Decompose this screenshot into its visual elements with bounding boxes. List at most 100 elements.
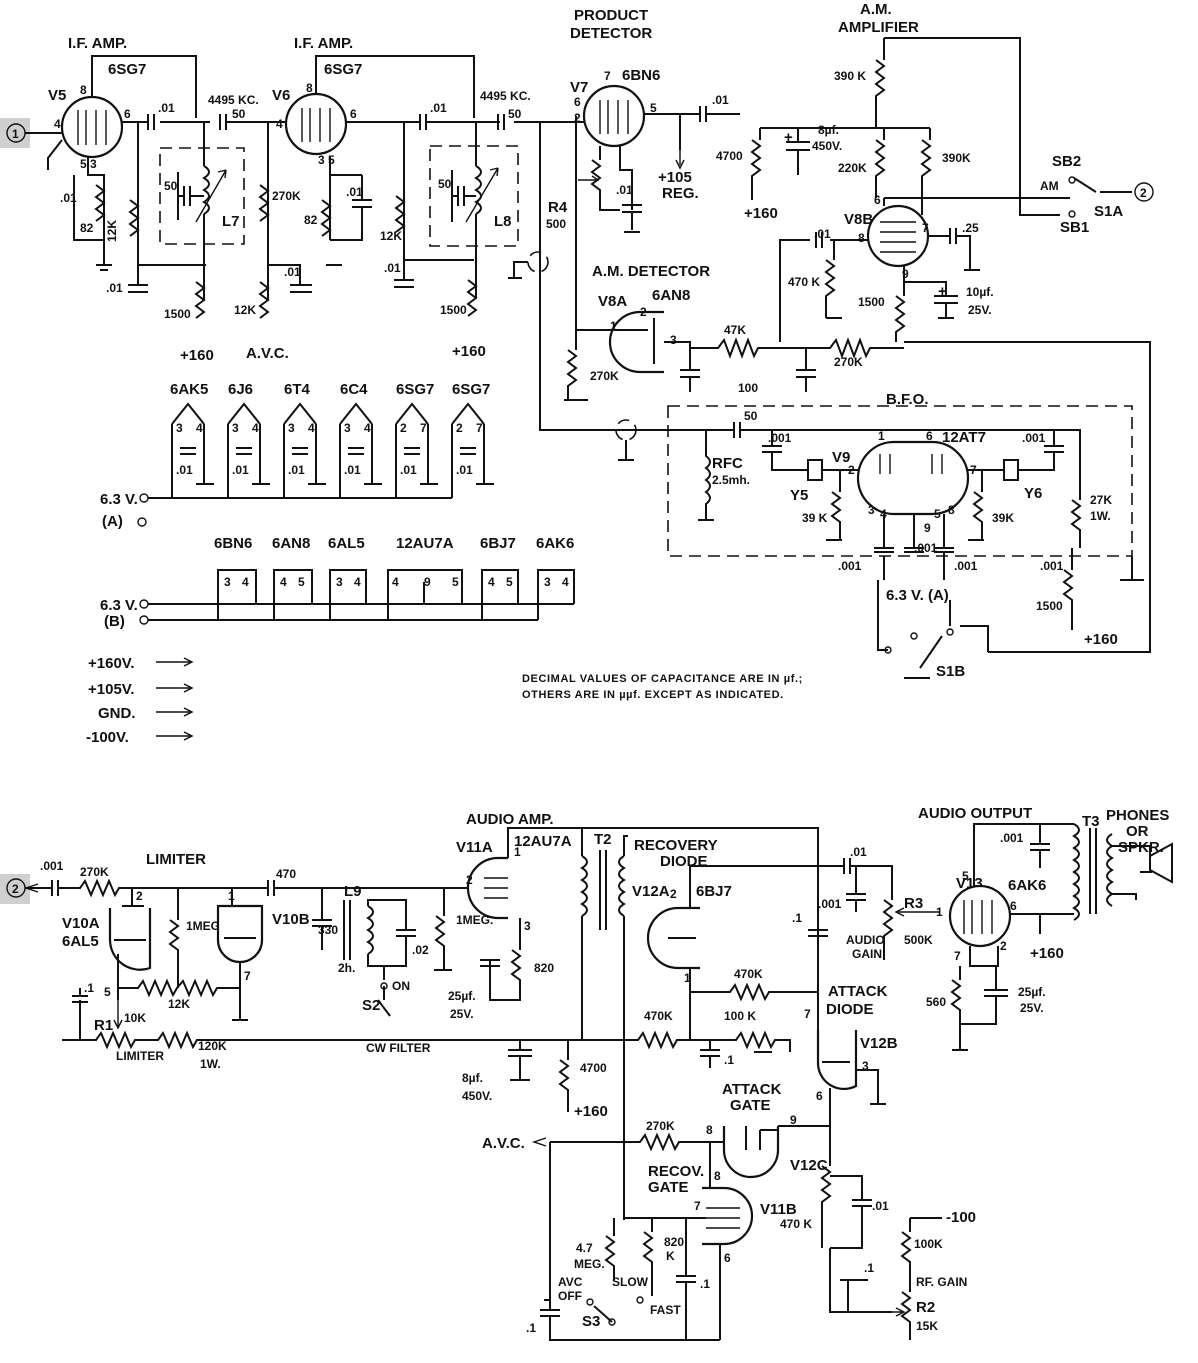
- v6-label: V6: [272, 87, 290, 104]
- heater-a-tube-4: 6SG7: [396, 381, 434, 398]
- c-001-audio: [846, 866, 866, 912]
- c-01-audio-label: .01: [850, 845, 867, 859]
- v9-pin5: 5: [934, 507, 941, 521]
- v11b-tube: [702, 1186, 754, 1246]
- v11a-pin2: 2: [466, 873, 473, 887]
- s1b-blade[interactable]: [919, 635, 943, 669]
- avc-label-top: A.V.C.: [246, 345, 289, 362]
- v11b-electrodes: [706, 1207, 740, 1229]
- connector-2-bottom-label: 2: [12, 882, 19, 896]
- heater-a-cap-5: .01: [456, 463, 473, 477]
- l8-cap-label: 50: [438, 177, 452, 191]
- c-25v-a-label: 25V.: [450, 1007, 474, 1021]
- heater-a-pin-0a: 3: [176, 421, 183, 435]
- r-270k-det-label: 270K: [590, 369, 619, 383]
- l9-core: [343, 900, 351, 960]
- r-1500c-label: 1500: [858, 295, 885, 309]
- r-v5-cathode-label: 82: [80, 221, 94, 235]
- r-820k-label-2: K: [666, 1249, 675, 1263]
- v9-type: 12AT7: [942, 429, 986, 446]
- c-470-label: 470: [276, 867, 296, 881]
- r-470k-am-label: 470 K: [788, 275, 820, 289]
- v8b-tube: [866, 204, 930, 268]
- t3-label: T3: [1082, 813, 1100, 830]
- c-v8b-grid: [779, 232, 868, 342]
- freq-1-label: 4495 KC.: [208, 93, 259, 107]
- c-470: [267, 880, 468, 896]
- connector-2-top: [1134, 182, 1154, 202]
- v13-pin2: 2: [1000, 939, 1007, 953]
- v11b-pin6: 6: [724, 1251, 731, 1265]
- v12b-tube: [816, 1030, 858, 1091]
- v5-pin8: 8: [80, 83, 87, 97]
- c-01-limiter: [72, 988, 119, 1040]
- v7-type: 6BN6: [622, 67, 660, 84]
- v13-pin6: 6: [1010, 899, 1017, 913]
- v12b-pin6: 6: [816, 1089, 823, 1103]
- v9-pin8: 8: [948, 503, 955, 517]
- v6-pin4: 4: [276, 117, 283, 131]
- r-47k-label: 47K: [724, 323, 746, 337]
- phones-label-2: OR: [1126, 823, 1149, 840]
- heater-a-pin-5a: 2: [456, 421, 463, 435]
- c-50d-label: 50: [508, 107, 522, 121]
- v12b-pin3: 3: [862, 1059, 869, 1073]
- slow-label: SLOW: [612, 1275, 649, 1289]
- c-10uf-plus: +: [938, 283, 947, 300]
- v5-cathode-wire: [87, 157, 105, 265]
- heater-b-pin-0a: 3: [224, 575, 231, 589]
- t2-wires: [581, 828, 628, 1220]
- s3-contact-b: [636, 1296, 644, 1304]
- avc-off-1: AVC: [558, 1275, 583, 1289]
- s2-on-label: ON: [392, 979, 410, 993]
- heater-a-symbols: [171, 402, 485, 425]
- avc-off-2: OFF: [558, 1289, 582, 1303]
- c-02-l9: [367, 899, 416, 967]
- s1a-blade[interactable]: [1060, 177, 1097, 199]
- r-470k-rec: [690, 982, 818, 1002]
- v10b-pin7: 7: [244, 969, 251, 983]
- r-4700-b-label: 4700: [580, 1061, 607, 1075]
- heater-b-tube-3: 12AU7A: [396, 535, 454, 552]
- s3-blade[interactable]: [593, 1305, 613, 1323]
- s1b-contact-a: [910, 632, 918, 640]
- heater-a-pin-2b: 4: [308, 421, 315, 435]
- heater-b-pin-3a: 4: [392, 575, 399, 589]
- t2-transformer: [580, 850, 626, 930]
- c-1-avc-label: .1: [526, 1321, 536, 1335]
- rfc-value: 2.5mh.: [712, 473, 750, 487]
- v7-pin2: 2: [574, 111, 581, 125]
- v5-grids: [77, 110, 107, 145]
- r1-wiper: [113, 1000, 123, 1030]
- rfc-coil: [704, 430, 711, 520]
- heater-b-voltage: 6.3 V.: [100, 597, 138, 614]
- v10b-label: V10B: [272, 911, 310, 928]
- freq-2-label: 4495 KC.: [480, 89, 531, 103]
- supply-terminals: +160V. +105V. GND. -100V.: [86, 655, 194, 746]
- v12b-wires: [817, 1010, 879, 1140]
- avc-arrow: [531, 1137, 547, 1147]
- fast-label: FAST: [650, 1303, 681, 1317]
- v12a-pin1: 1: [684, 971, 691, 985]
- p160-a-label: +160: [180, 347, 214, 364]
- r-12k-avc-label: 12K: [234, 303, 256, 317]
- attack-diode-1: ATTACK: [828, 983, 888, 1000]
- v5-pin6: 6: [124, 107, 131, 121]
- heater-b-pin-5a: 3: [544, 575, 551, 589]
- v12a-label: V12A: [632, 883, 670, 900]
- r-1meg-limiter-label: 1MEG.: [186, 919, 223, 933]
- attack-gate-2: GATE: [730, 1097, 771, 1114]
- r-820-label: 820: [534, 961, 554, 975]
- r-470k-rec-label: 470K: [734, 967, 763, 981]
- heater-a-leads: [171, 424, 485, 498]
- r-270k-avc: [550, 1132, 724, 1152]
- c-001-audio-label: .001: [818, 897, 842, 911]
- c-8uf-plus: +: [784, 129, 793, 146]
- r-1500d: [1062, 548, 1074, 630]
- v10a-label: V10A: [62, 915, 100, 932]
- s2-blade[interactable]: [377, 999, 391, 1017]
- bfo-title: B.F.O.: [886, 391, 929, 408]
- r-27k-watt: 1W.: [1090, 509, 1111, 523]
- l8-arrow: [465, 167, 499, 223]
- bfo-cap-001d: .001: [914, 541, 938, 555]
